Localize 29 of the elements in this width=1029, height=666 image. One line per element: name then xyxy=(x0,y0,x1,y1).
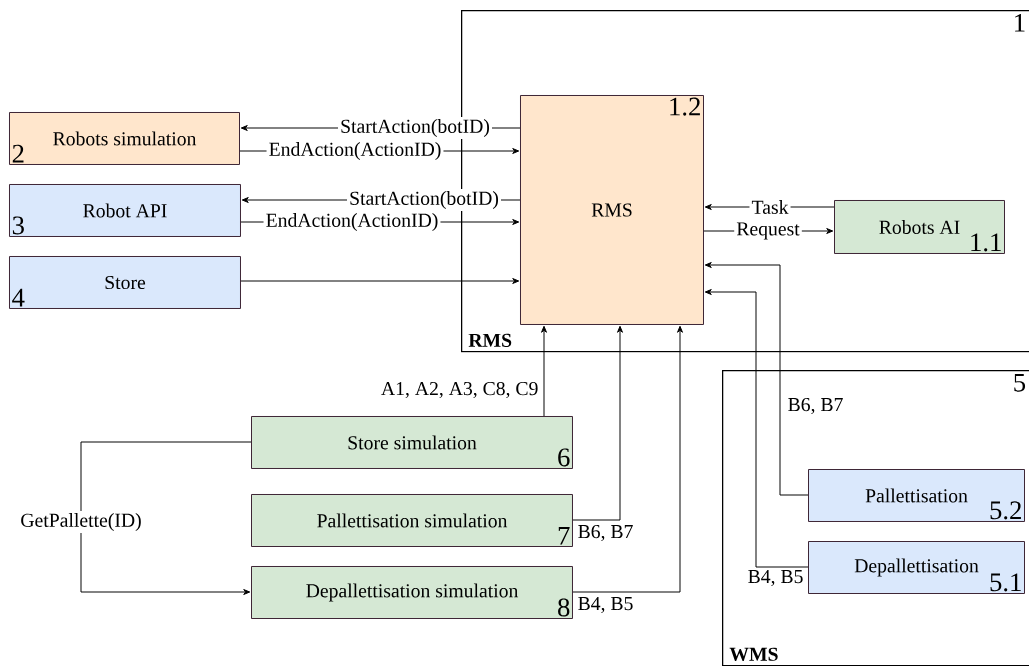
process-box: RMS 1.2 xyxy=(520,95,704,325)
edge-label: StartAction(botID) xyxy=(338,116,492,140)
process-box: Pallettisation 5.2 xyxy=(808,469,1025,522)
edge-label: A1, A2, A3, C8, C9 xyxy=(381,381,538,399)
edge-label: StartAction(botID) xyxy=(347,188,501,212)
edge-label: B6, B7 xyxy=(788,398,843,415)
arrow xyxy=(80,441,252,595)
process-box: Store 4 xyxy=(9,256,241,309)
arrow xyxy=(704,262,809,496)
arrow xyxy=(704,289,809,568)
edge-label: B4, B5 xyxy=(748,570,803,586)
process-box: Pallettisation simulation 7 xyxy=(251,494,573,547)
process-box: Store simulation 6 xyxy=(251,416,573,469)
arrow xyxy=(541,325,547,417)
process-box: Robots simulation 2 xyxy=(9,112,240,165)
edge-label: Task xyxy=(749,197,791,217)
arrow xyxy=(572,325,623,521)
process-box: Robots AI 1.1 xyxy=(834,200,1005,254)
edge-label: B6, B7 xyxy=(578,525,633,542)
edge-label: GetPallette(ID) xyxy=(18,510,144,534)
process-box: Depallettisation simulation 8 xyxy=(251,566,573,619)
edge-label: Request xyxy=(734,220,802,242)
edge-label: EndAction(ActionID) xyxy=(266,139,444,163)
edge-label: EndAction(ActionID) xyxy=(263,210,441,234)
edge-label: B4, B5 xyxy=(578,597,633,613)
arrow xyxy=(572,325,683,593)
process-box: Depallettisation 5.1 xyxy=(808,541,1025,594)
process-box: Robot API 3 xyxy=(9,184,241,237)
arrow xyxy=(240,278,520,284)
